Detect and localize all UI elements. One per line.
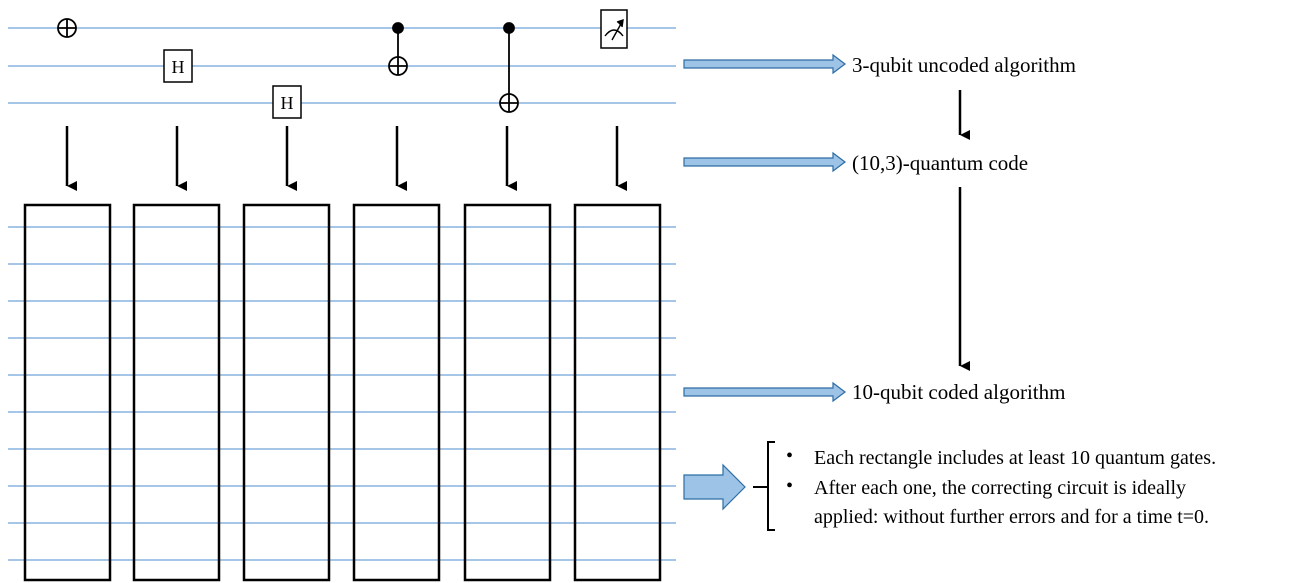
coded-block-3 (242, 203, 331, 582)
coded-block-1 (23, 203, 112, 582)
expansion-arrows (65, 126, 627, 191)
bullet-marker-1: • (786, 445, 793, 467)
cnot-gate-1 (388, 22, 408, 76)
hadamard-gate-2: H (272, 85, 302, 119)
measurement-gate (600, 9, 628, 49)
label-coded: 10-qubit coded algorithm (852, 380, 1065, 404)
coded-block-4 (352, 203, 441, 582)
notes-bracket (753, 441, 775, 531)
coded-block-2 (132, 203, 221, 582)
bullet-marker-2: • (786, 475, 793, 497)
coded-blocks (23, 203, 662, 582)
note-bullet-2-line-1: After each one, the correcting circuit i… (814, 477, 1186, 499)
fat-right-arrow-notes (683, 463, 746, 511)
hadamard-label-1: H (172, 57, 185, 77)
hadamard-label-2: H (281, 93, 294, 113)
hadamard-gate-1: H (163, 49, 193, 83)
coded-block-6 (573, 203, 662, 582)
cnot-gate-2 (499, 22, 519, 113)
control-dot-icon (392, 22, 404, 34)
coded-wires (8, 226, 676, 561)
label-arrows (683, 53, 846, 511)
note-bullet-1: Each rectangle includes at least 10 quan… (814, 447, 1216, 469)
note-bullet-2-line-2: applied: without further errors and for … (814, 506, 1209, 528)
control-dot-icon (503, 22, 515, 34)
right-arrow-uncoded (683, 53, 846, 75)
uncoded-wires (8, 27, 676, 104)
right-arrow-coded (683, 381, 846, 403)
label-uncoded: 3-qubit uncoded algorithm (852, 53, 1076, 77)
meter-icon (604, 18, 624, 41)
right-arrow-code (683, 151, 846, 173)
xor-gate-1 (57, 18, 77, 38)
label-code: (10,3)-quantum code (852, 151, 1028, 175)
coded-block-5 (463, 203, 552, 582)
